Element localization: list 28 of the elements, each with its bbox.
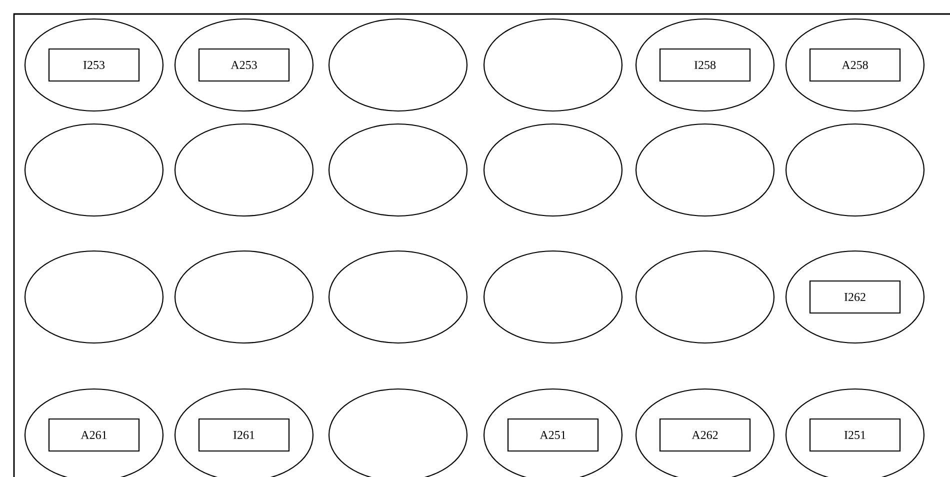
label-box: A258: [809, 48, 901, 82]
ellipse-shape: [174, 250, 314, 344]
label-box: I262: [809, 280, 901, 314]
label-box: I258: [659, 48, 751, 82]
ellipse-shape: [483, 250, 623, 344]
ellipse-shape: [174, 123, 314, 217]
label-box: A251: [507, 418, 599, 452]
label-box: A261: [48, 418, 140, 452]
ellipse-shape: [24, 18, 164, 112]
ellipse-shape: [785, 250, 925, 344]
ellipse-shape: [24, 250, 164, 344]
ellipse-shape: [635, 18, 775, 112]
ellipse-shape: [174, 18, 314, 112]
ellipse-shape: [328, 250, 468, 344]
ellipse-shape: [483, 123, 623, 217]
label-box: I253: [48, 48, 140, 82]
label-box: I261: [198, 418, 290, 452]
ellipse-shape: [635, 250, 775, 344]
label-box: A262: [659, 418, 751, 452]
ellipse-shape: [785, 123, 925, 217]
label-box: A253: [198, 48, 290, 82]
ellipse-shape: [785, 18, 925, 112]
ellipse-shape: [635, 123, 775, 217]
label-box: I251: [809, 418, 901, 452]
ellipse-shape: [328, 123, 468, 217]
ellipse-shape: [328, 18, 468, 112]
ellipse-shape: [24, 123, 164, 217]
ellipse-shape: [483, 18, 623, 112]
